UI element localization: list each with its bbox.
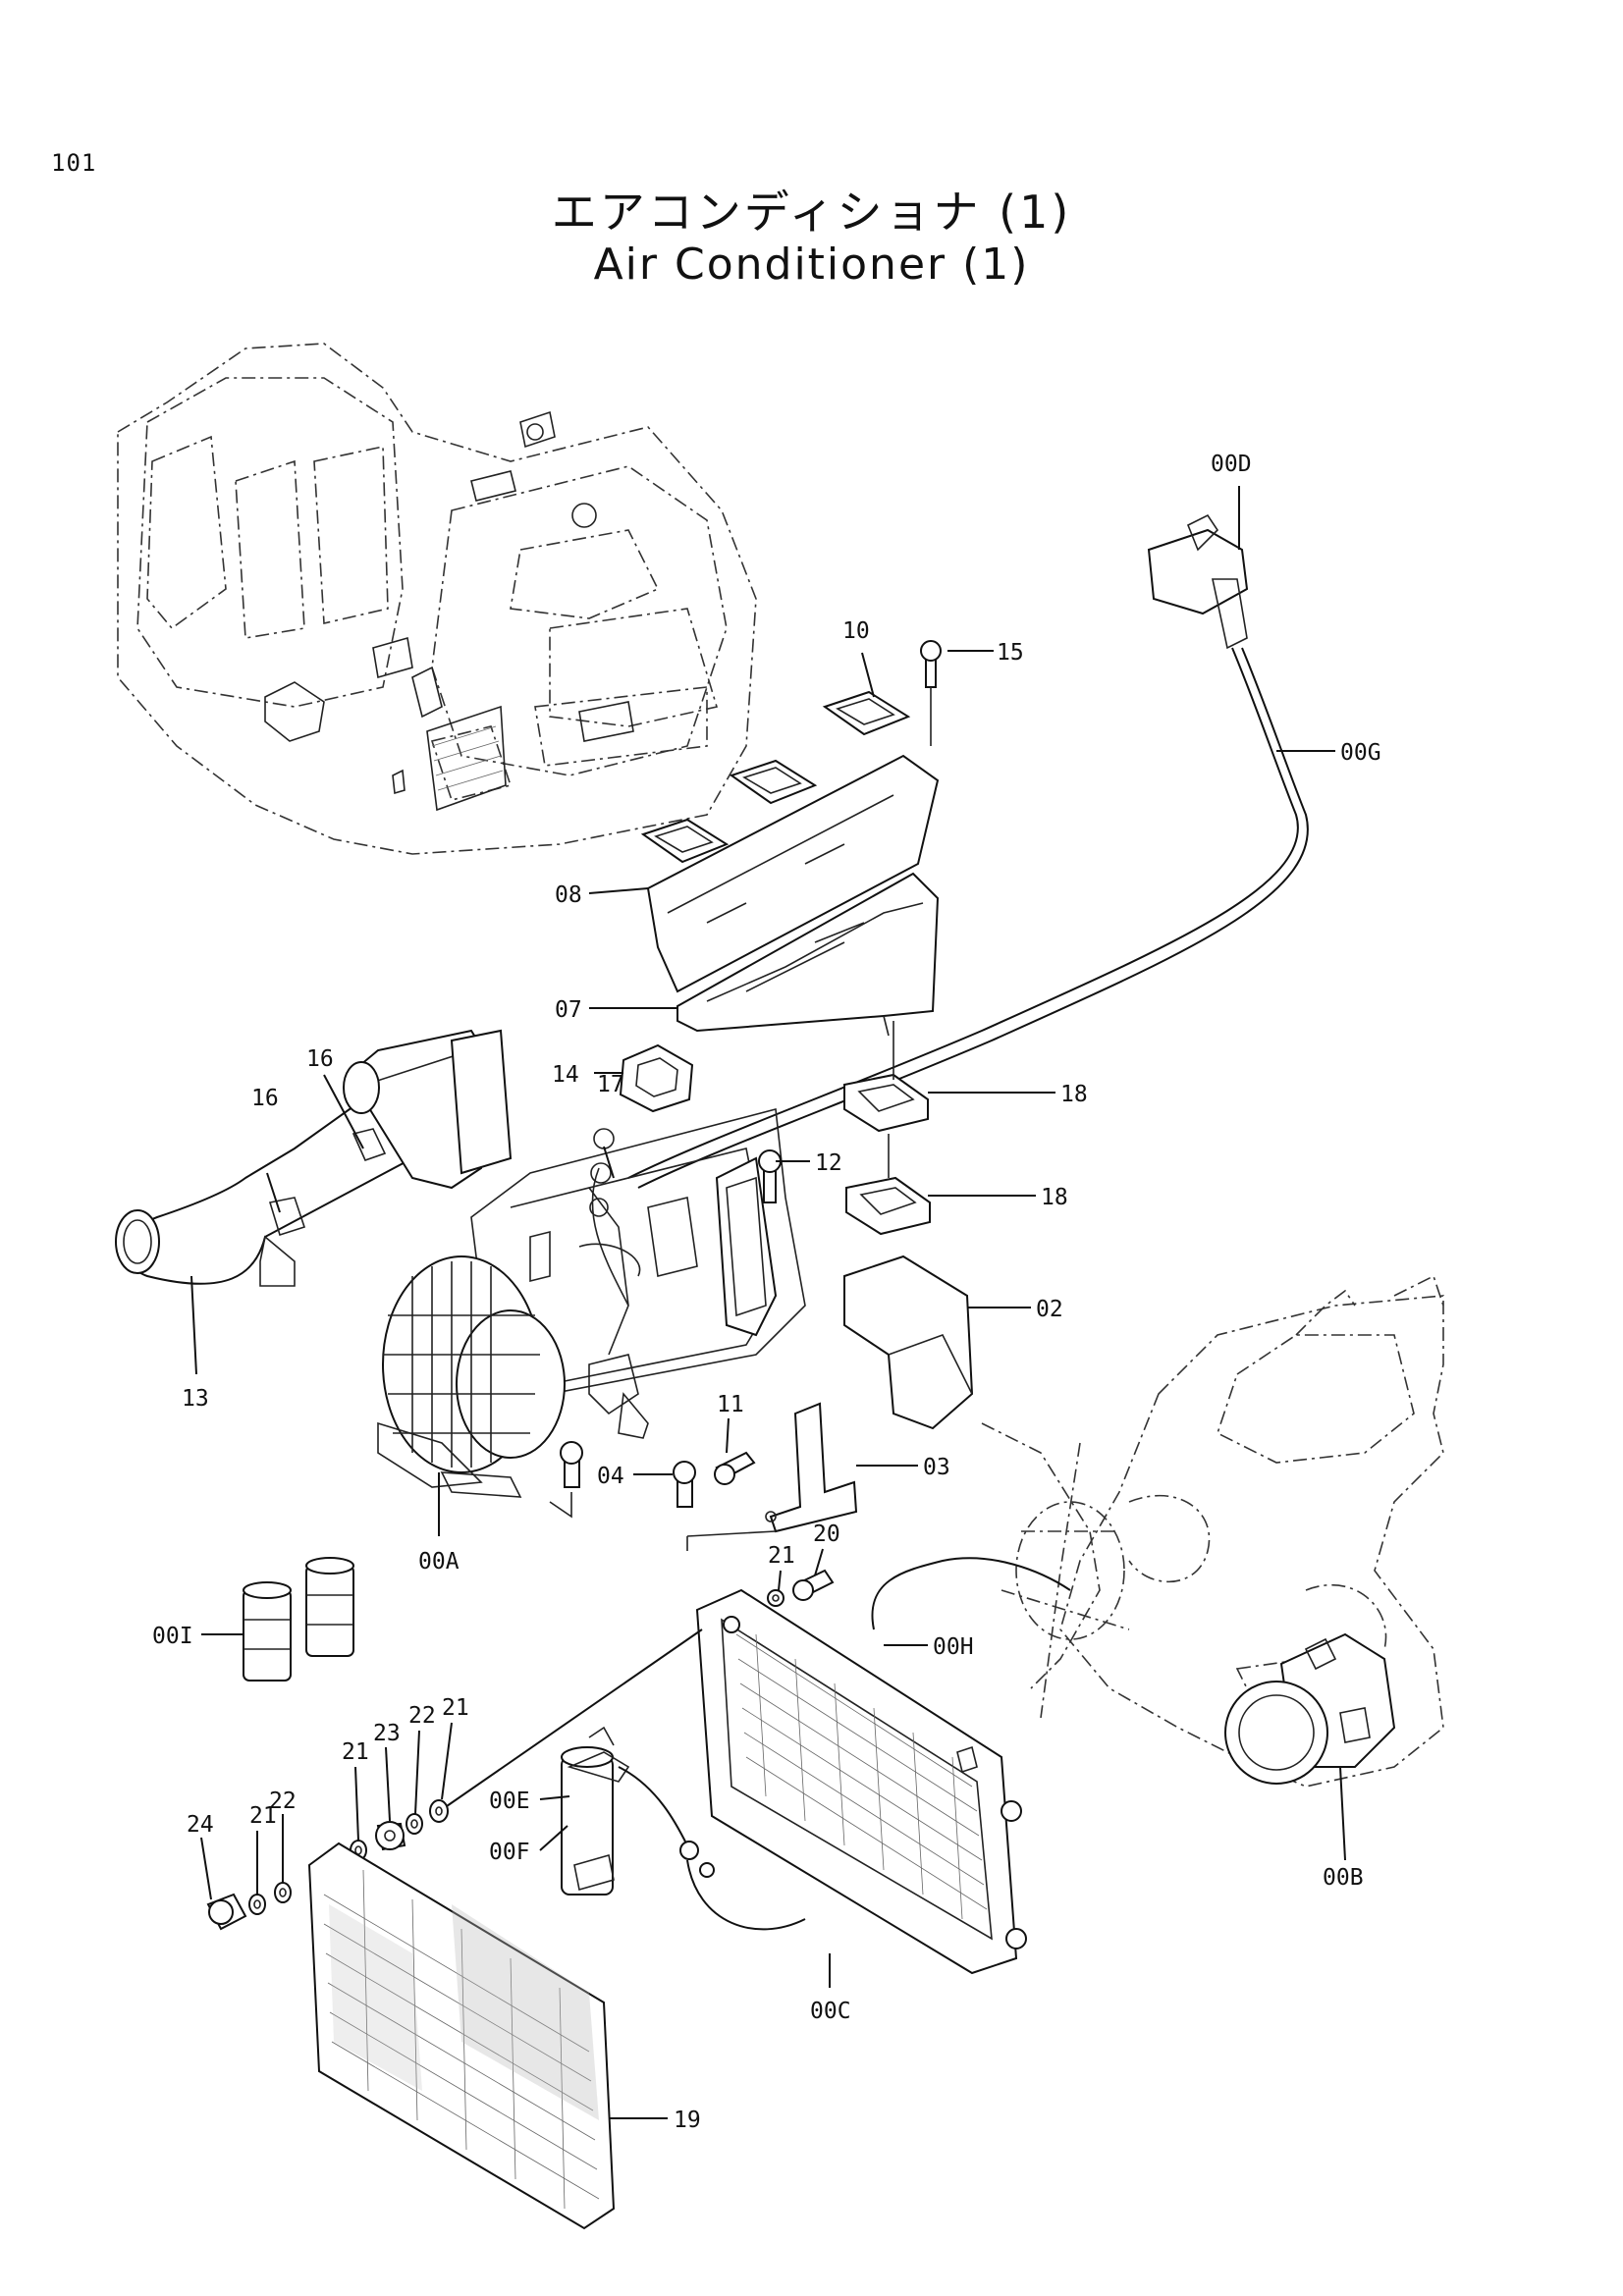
callout-15: 15 [997, 640, 1024, 666]
callout-18b: 18 [1041, 1185, 1068, 1210]
callout-07: 07 [555, 997, 582, 1023]
callout-03: 03 [923, 1455, 950, 1480]
switch-and-harness [627, 513, 1309, 1189]
callout-22a: 22 [408, 1703, 436, 1729]
title-english: Air Conditioner (1) [593, 240, 1030, 290]
excavator-body-outline [117, 343, 757, 855]
callout-21a: 21 [768, 1543, 795, 1569]
callout-08: 08 [555, 882, 582, 908]
evaporator-unit [377, 1107, 806, 1498]
callout-16b: 16 [251, 1086, 279, 1111]
duct-assembly [640, 690, 940, 1037]
callout-21c: 21 [442, 1695, 469, 1721]
callout-00b: 00B [1323, 1865, 1364, 1891]
callout-13: 13 [182, 1386, 209, 1412]
callout-02: 02 [1036, 1297, 1063, 1322]
callout-00i: 00I [152, 1624, 193, 1649]
callout-00d: 00D [1211, 452, 1252, 477]
callout-00e: 00E [489, 1789, 530, 1814]
callout-00h: 00H [933, 1634, 974, 1660]
condenser-screen [307, 1842, 616, 2230]
callout-11: 11 [717, 1392, 744, 1417]
engine-outline [981, 1274, 1444, 1788]
callout-14: 14 [552, 1062, 579, 1088]
callout-00g: 00G [1340, 740, 1381, 766]
callout-12: 12 [815, 1150, 842, 1176]
page-number: 101 [51, 149, 97, 177]
title-japanese: エアコンディショナ (1) [551, 186, 1072, 239]
receiver-drier [561, 1726, 806, 1931]
callout-16a: 16 [306, 1046, 334, 1072]
callout-24: 24 [187, 1812, 214, 1838]
seals-and-duct-elbow [619, 1021, 974, 1430]
bracket-and-bolts [549, 640, 942, 1607]
receiver-drier-spares [243, 1557, 354, 1682]
callout-21d: 21 [249, 1803, 277, 1829]
callout-20: 20 [813, 1522, 840, 1547]
callout-00f: 00F [489, 1840, 530, 1865]
callout-22b: 22 [269, 1789, 297, 1814]
callout-00a: 00A [418, 1549, 460, 1575]
callout-23: 23 [373, 1721, 401, 1746]
callout-10: 10 [842, 618, 870, 644]
callout-04: 04 [597, 1464, 624, 1489]
callout-18a: 18 [1060, 1082, 1088, 1107]
air-inlet-hose [115, 1029, 513, 1287]
condenser [695, 1557, 1071, 1975]
washers-and-nut [206, 1629, 703, 1931]
leader-lines [190, 486, 1346, 2119]
callout-19: 19 [674, 2108, 701, 2133]
callout-labels: 00D 10 15 00G 08 07 14 16 16 17 18 12 18… [152, 452, 1381, 2133]
callout-21b: 21 [342, 1739, 369, 1765]
callout-00c: 00C [810, 1999, 851, 2024]
callout-17: 17 [597, 1072, 624, 1097]
